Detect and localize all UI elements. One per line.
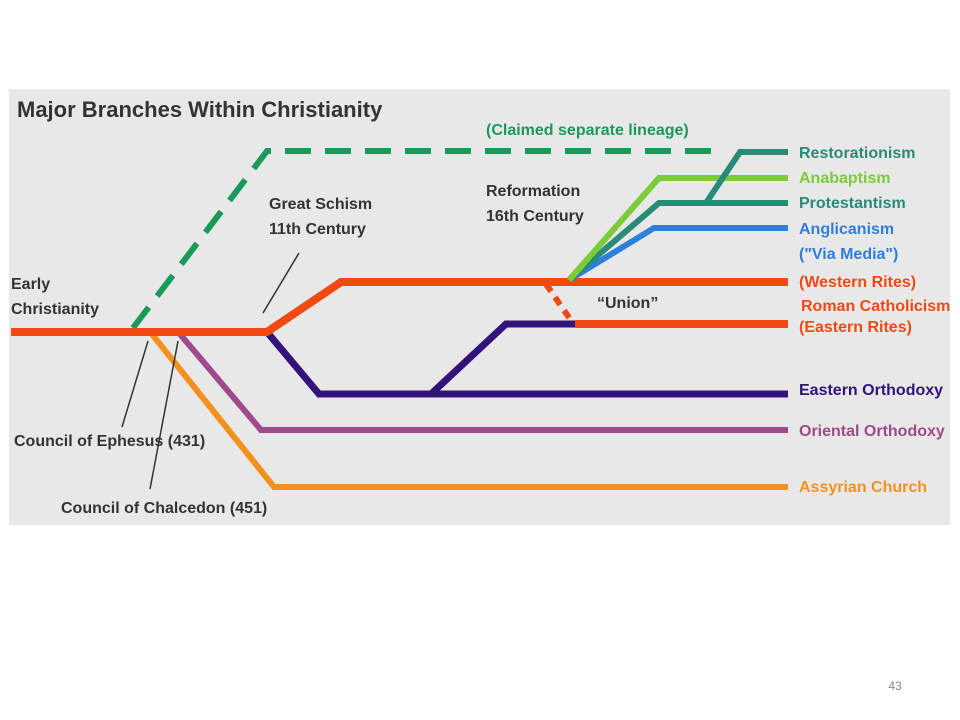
ephesus-pointer <box>121 340 149 428</box>
roman-catholicism-label: Roman Catholicism <box>801 298 950 315</box>
eastern-rites-branch-line <box>428 320 575 397</box>
early-christianity-line <box>11 278 788 336</box>
branch-diagram: Major Branches Within Christianity Early… <box>11 97 950 517</box>
union-label: “Union” <box>597 295 658 312</box>
claimed-lineage-label: (Claimed separate lineage) <box>486 122 689 139</box>
via-media-label: ("Via Media") <box>799 246 898 263</box>
council-chalcedon-label: Council of Chalcedon (451) <box>61 500 267 517</box>
reformation-label: Reformation <box>486 183 580 200</box>
anglicanism-label: Anglicanism <box>799 221 894 238</box>
restorationism-line <box>703 149 788 205</box>
early-label: Early <box>11 276 50 293</box>
diagram-title: Major Branches Within Christianity <box>17 97 383 122</box>
great-schism-label: Great Schism <box>269 196 372 213</box>
sixteenth-century-label: 16th Century <box>486 208 584 225</box>
assyrian-church-line <box>148 331 788 490</box>
union-dashed-line <box>543 282 575 324</box>
assyrian-church-label: Assyrian Church <box>799 479 927 496</box>
oriental-orthodoxy-line <box>176 331 788 433</box>
anabaptism-line <box>566 175 788 282</box>
great-schism-pointer <box>262 252 300 314</box>
protestantism-line <box>567 200 788 283</box>
council-ephesus-label: Council of Ephesus (431) <box>14 433 205 450</box>
eastern-orthodoxy-label: Eastern Orthodoxy <box>799 382 943 399</box>
eastern-orthodoxy-line <box>264 329 788 398</box>
oriental-orthodoxy-label: Oriental Orthodoxy <box>799 423 945 440</box>
diagram-panel: Major Branches Within Christianity Early… <box>9 89 950 525</box>
anglicanism-line <box>567 225 788 283</box>
restorationism-label: Restorationism <box>799 145 915 162</box>
christianity-label: Christianity <box>11 301 99 318</box>
page-number: 43 <box>888 679 902 693</box>
anabaptism-label: Anabaptism <box>799 170 891 187</box>
eleventh-century-label: 11th Century <box>269 221 366 238</box>
western-rites-label: (Western Rites) <box>799 274 916 291</box>
claimed-lineage-line <box>130 148 714 330</box>
eastern-rites-label: (Eastern Rites) <box>799 319 912 336</box>
chalcedon-pointer <box>149 340 179 490</box>
protestantism-label: Protestantism <box>799 195 906 212</box>
